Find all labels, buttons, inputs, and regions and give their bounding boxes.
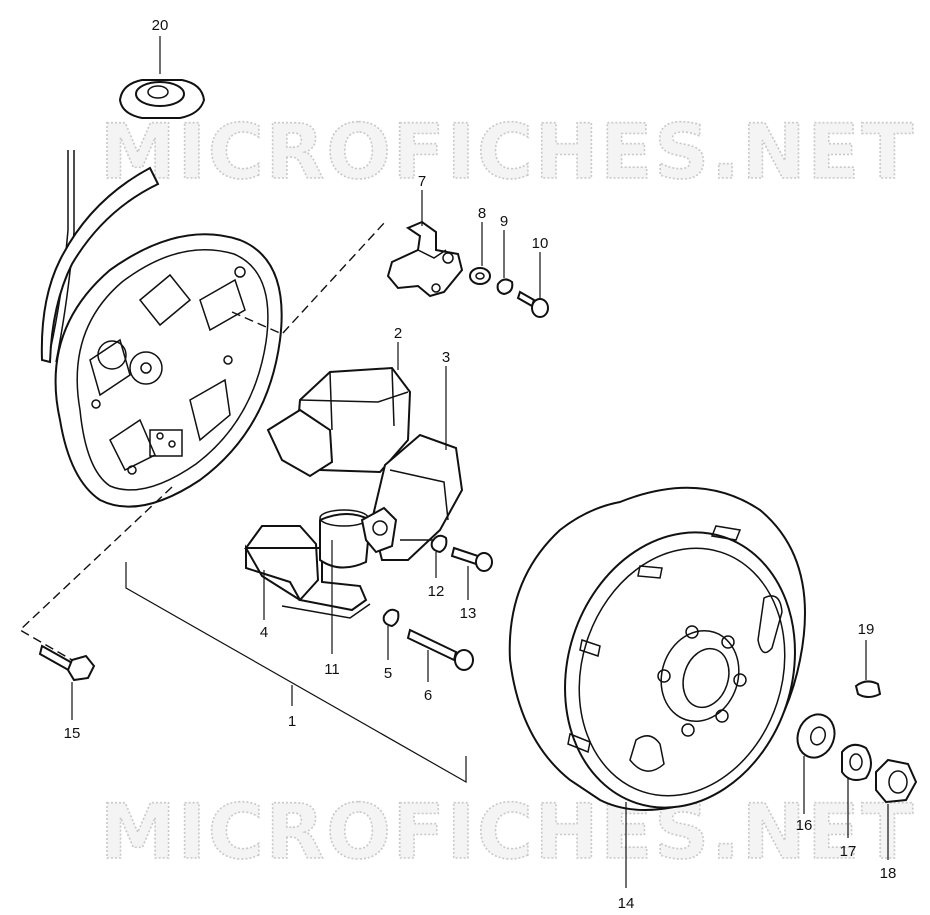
watermark-top: MICROFICHES.NET xyxy=(100,107,915,196)
assembly-line-bolt xyxy=(18,486,173,661)
leader-lines xyxy=(71,36,889,888)
callout-2: 2 xyxy=(394,325,402,342)
callout-8: 8 xyxy=(478,205,486,222)
washer-5 xyxy=(382,608,400,628)
callout-17: 17 xyxy=(840,843,857,860)
screw-13 xyxy=(450,546,493,572)
washer-12 xyxy=(430,534,448,554)
watermark-bottom: MICROFICHES.NET xyxy=(100,787,915,876)
callout-11: 11 xyxy=(324,661,340,678)
bolt-15 xyxy=(38,644,96,682)
callout-19: 19 xyxy=(858,621,875,638)
flywheel-rotor-part xyxy=(508,486,806,811)
callout-18: 18 xyxy=(880,865,897,882)
nut-18 xyxy=(875,758,918,804)
callout-12: 12 xyxy=(428,583,445,600)
lock-washer-17 xyxy=(841,743,872,781)
screw-10 xyxy=(516,290,549,318)
bolt-6 xyxy=(406,628,474,671)
callout-9: 9 xyxy=(500,213,508,230)
callout-15: 15 xyxy=(64,725,81,742)
callout-20: 20 xyxy=(152,17,169,34)
callout-13: 13 xyxy=(460,605,477,622)
assembly-bracket-1 xyxy=(125,562,467,784)
grommet-part xyxy=(118,79,206,119)
assembly-line-bracket xyxy=(231,221,386,335)
callout-14: 14 xyxy=(618,895,635,912)
callout-6: 6 xyxy=(424,687,432,704)
key-19 xyxy=(854,680,882,698)
callout-5: 5 xyxy=(384,665,392,682)
breaker-bracket-part xyxy=(386,220,464,298)
condenser-part xyxy=(319,506,398,569)
ignition-coil-part xyxy=(266,366,412,478)
charge-coil-part xyxy=(244,525,371,619)
callout-16: 16 xyxy=(796,817,813,834)
washer-8 xyxy=(469,267,491,285)
callout-1: 1 xyxy=(288,713,296,730)
stator-base-plate xyxy=(54,233,283,508)
callout-4: 4 xyxy=(260,624,268,641)
callout-10: 10 xyxy=(532,235,549,252)
callout-7: 7 xyxy=(418,173,426,190)
lock-washer-9 xyxy=(496,278,514,296)
washer-16 xyxy=(796,713,836,759)
callout-3: 3 xyxy=(442,349,450,366)
